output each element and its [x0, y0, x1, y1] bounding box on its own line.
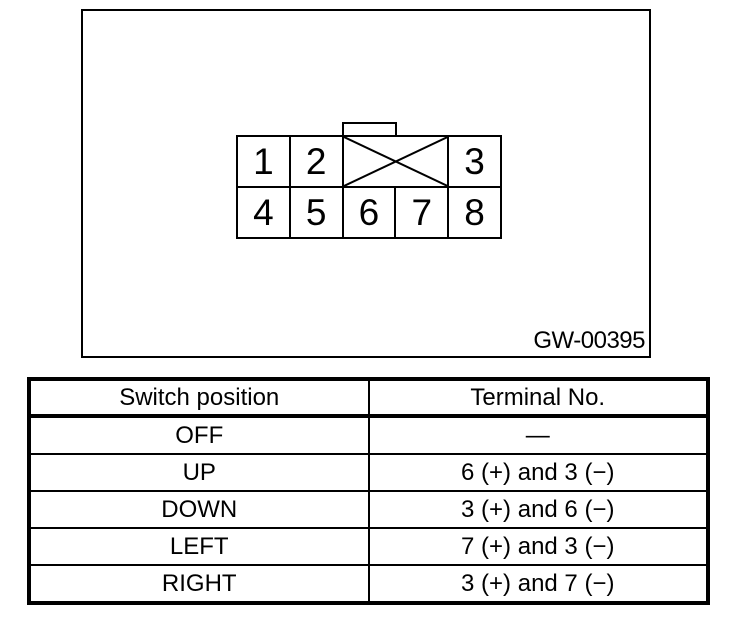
blocked-cell-cross-icon	[344, 137, 448, 186]
table-row-left: LEFT 7 (+) and 3 (−)	[28, 527, 709, 566]
table-row-off: OFF —	[28, 415, 709, 455]
switch-position-right: RIGHT	[28, 564, 370, 604]
connector-diagram: 1 2 3 4 5 6 7 8	[236, 122, 502, 239]
pin-cell-2: 2	[289, 136, 343, 187]
switch-position-off: OFF	[28, 415, 370, 455]
pin-label-5: 5	[305, 192, 327, 233]
terminal-table: Switch position Terminal No. OFF — UP 6 …	[27, 377, 710, 605]
terminal-up: 6 (+) and 3 (−)	[367, 453, 709, 492]
pin-cell-1: 1	[237, 136, 290, 187]
terminal-right: 3 (+) and 7 (−)	[367, 564, 709, 604]
table-row-up: UP 6 (+) and 3 (−)	[28, 453, 709, 492]
pin-label-2: 2	[305, 141, 327, 182]
table-row-down: DOWN 3 (+) and 6 (−)	[28, 490, 709, 529]
connector-keyway-tab	[342, 122, 397, 135]
switch-position-left: LEFT	[28, 527, 370, 566]
pin-label-7: 7	[411, 192, 433, 233]
terminal-off: —	[367, 415, 709, 455]
terminal-down: 3 (+) and 6 (−)	[367, 490, 709, 529]
pin-cell-3: 3	[448, 136, 501, 187]
table-row-right: RIGHT 3 (+) and 7 (−)	[28, 564, 709, 604]
header-terminal-no: Terminal No.	[367, 378, 709, 418]
table-header-row: Switch position Terminal No.	[28, 378, 709, 418]
pin-label-3: 3	[464, 141, 485, 182]
pin-cell-6: 6	[342, 187, 396, 238]
pin-label-1: 1	[253, 141, 274, 182]
pin-cell-8: 8	[448, 187, 501, 238]
header-switch-position: Switch position	[28, 378, 370, 418]
pin-label-4: 4	[253, 192, 274, 233]
pin-cell-4: 4	[237, 187, 290, 238]
pin-cell-5: 5	[289, 187, 343, 238]
pin-cell-7: 7	[395, 187, 449, 238]
terminal-left: 7 (+) and 3 (−)	[367, 527, 709, 566]
blocked-cell	[342, 136, 449, 187]
figure-frame: 1 2 3 4 5 6 7 8 GW-00395	[81, 9, 651, 358]
switch-position-up: UP	[28, 453, 370, 492]
pin-label-6: 6	[358, 192, 380, 233]
switch-position-down: DOWN	[28, 490, 370, 529]
pin-label-8: 8	[464, 192, 485, 233]
figure-code-label: GW-00395	[533, 327, 645, 354]
